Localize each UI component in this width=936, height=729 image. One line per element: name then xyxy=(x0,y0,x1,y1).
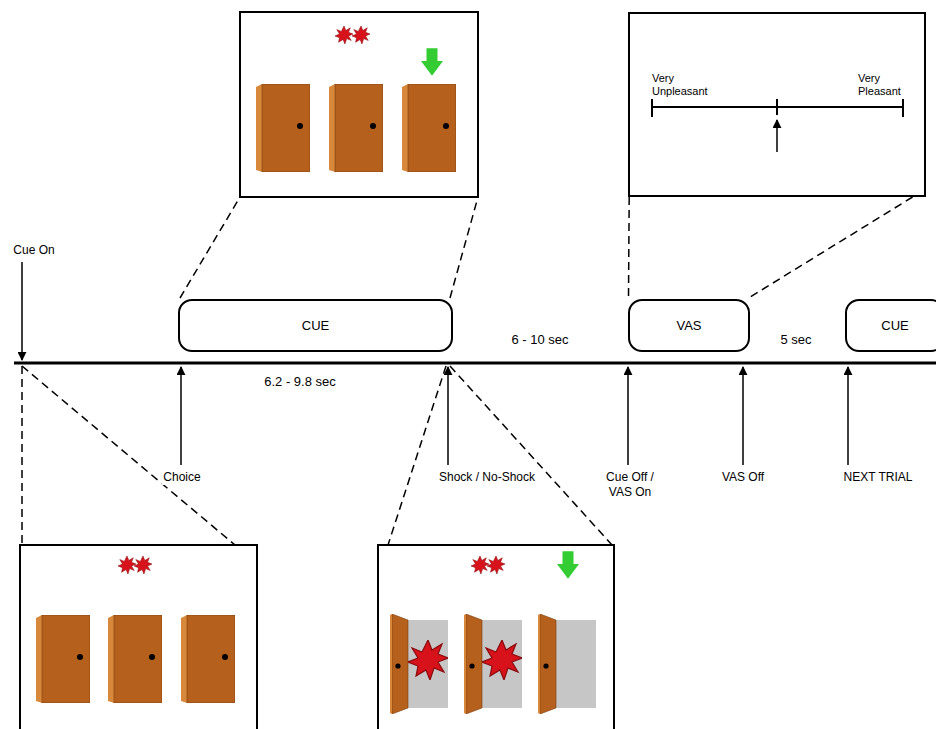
box-label: CUE xyxy=(302,318,329,333)
event-arrow xyxy=(180,367,182,465)
door xyxy=(402,84,456,172)
door xyxy=(181,615,235,703)
scale-anchor: Very Pleasant xyxy=(858,72,912,98)
door xyxy=(256,84,310,172)
door xyxy=(36,615,90,703)
shock-icon xyxy=(487,556,505,574)
duration-label: 5 sec xyxy=(778,332,813,347)
event-label: NEXT TRIAL xyxy=(842,470,915,485)
scale-tick xyxy=(776,99,778,115)
shock-burst xyxy=(408,640,448,680)
zoom-line xyxy=(180,197,240,298)
shock-icon xyxy=(352,26,370,44)
event-label: Choice xyxy=(161,470,202,485)
duration-label: 6.2 - 9.8 sec xyxy=(262,374,338,389)
rating-cursor xyxy=(776,120,778,152)
event-label: Cue Off / VAS On xyxy=(597,470,663,500)
rating-panel: Very Unpleasant Very Pleasant xyxy=(628,12,926,197)
choice-arrow xyxy=(557,551,579,579)
zoom-connector xyxy=(628,197,630,299)
box-label: VAS xyxy=(676,318,701,333)
door xyxy=(329,84,383,172)
shock-burst xyxy=(482,640,522,680)
open-door xyxy=(390,614,448,714)
duration-label: 6 - 10 sec xyxy=(509,332,570,347)
event-label: VAS Off xyxy=(720,470,766,485)
choice-inset xyxy=(240,12,478,197)
event-label: Cue On xyxy=(11,243,56,258)
open-door xyxy=(538,614,596,714)
event-arrow xyxy=(627,367,629,465)
outcome-inset xyxy=(378,545,614,729)
shock-icon xyxy=(471,556,489,574)
shock-icon xyxy=(118,556,136,574)
door xyxy=(108,615,162,703)
onset-arrow xyxy=(21,262,23,360)
vas-box: VAS xyxy=(628,299,750,352)
event-arrow xyxy=(847,367,849,465)
shock-icon xyxy=(335,26,353,44)
scale-anchor: Very Unpleasant xyxy=(652,72,716,98)
shock-icon xyxy=(134,556,152,574)
event-arrow xyxy=(447,367,449,465)
timeline-axis xyxy=(14,362,936,365)
zoom-line xyxy=(450,366,612,545)
cue-inset xyxy=(20,545,257,729)
zoom-line xyxy=(22,366,235,545)
zoom-line xyxy=(388,366,446,545)
event-label: Shock / No-Shock xyxy=(437,470,537,485)
event-arrow xyxy=(742,367,744,465)
scale-tick xyxy=(902,99,904,117)
scale-tick xyxy=(651,99,653,117)
cue-box: CUE xyxy=(178,299,453,352)
box-label: CUE xyxy=(881,318,908,333)
cue-box: CUE xyxy=(845,299,936,352)
zoom-connector xyxy=(747,197,913,299)
zoom-line xyxy=(450,197,478,298)
zoom-line xyxy=(21,366,23,545)
choice-arrow xyxy=(421,48,443,76)
open-door xyxy=(464,614,522,714)
